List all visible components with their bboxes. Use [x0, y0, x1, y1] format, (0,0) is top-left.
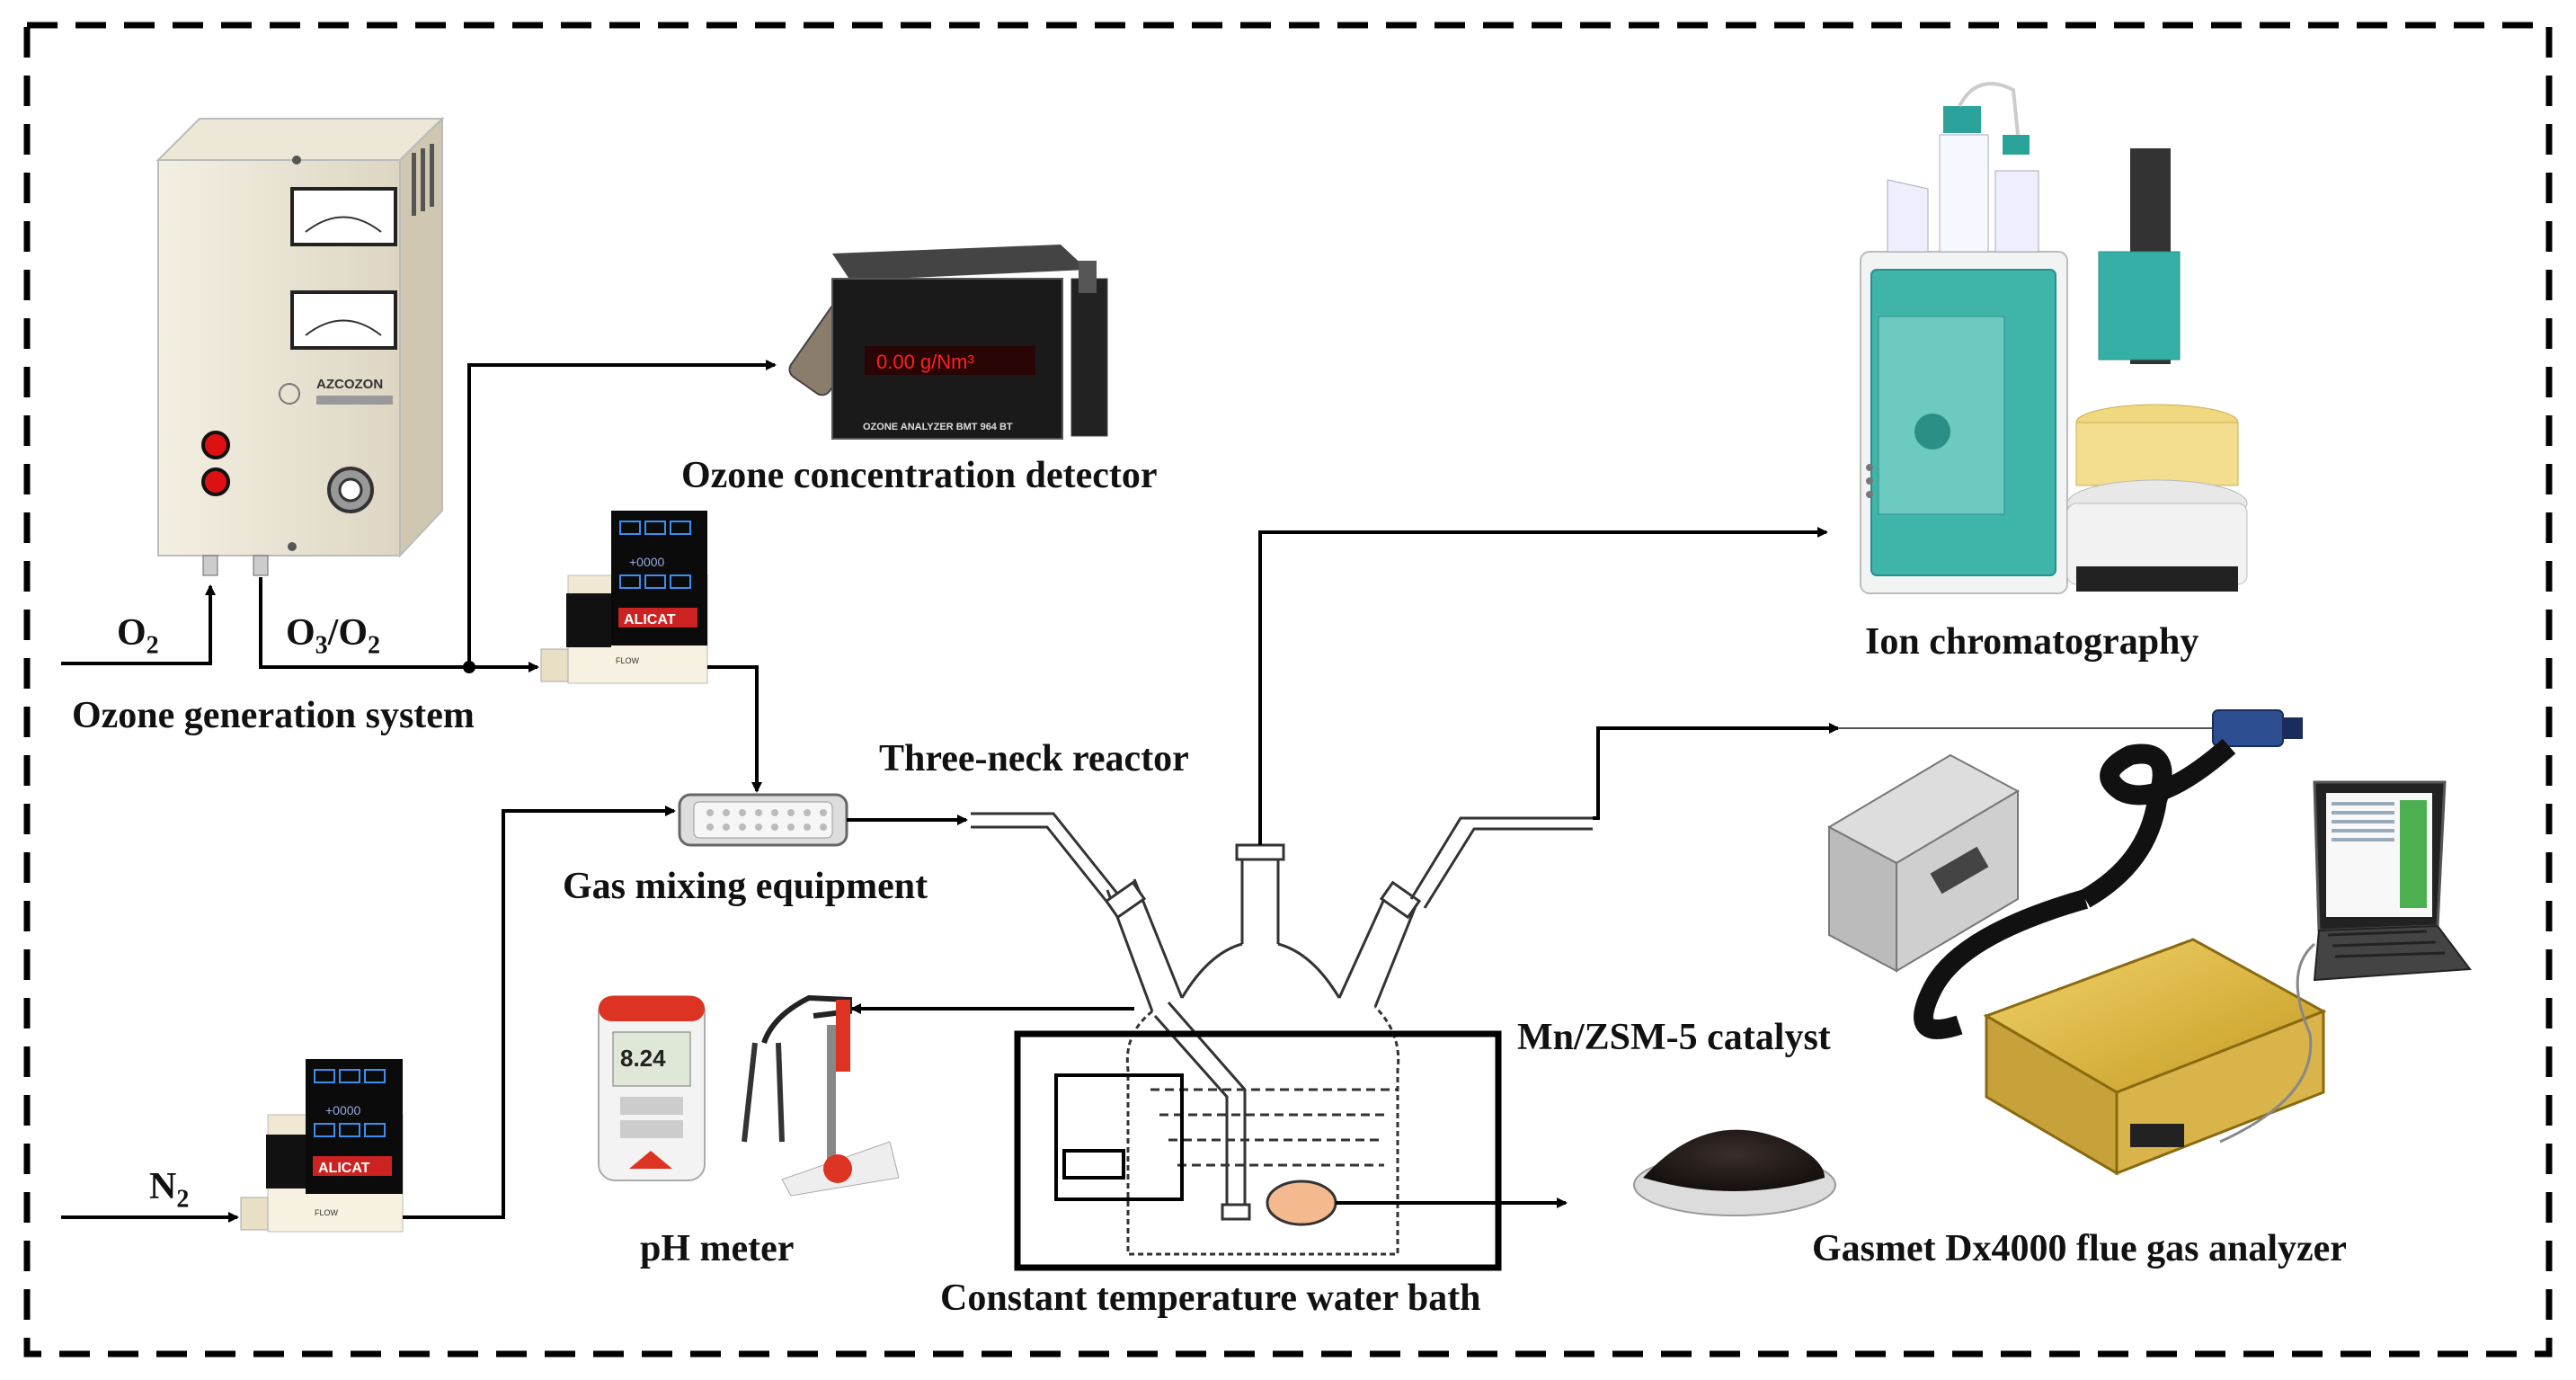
n2-symbol: N	[149, 1166, 177, 1207]
mfc2-reading: +0000	[325, 1103, 361, 1117]
bath-panel	[1054, 1073, 1184, 1201]
o2-subscript: 2	[146, 631, 159, 660]
n2-label: N2	[149, 1165, 189, 1214]
o3o2-subscript: 2	[368, 631, 381, 660]
o3-symbol: O	[286, 612, 315, 654]
water-bath-box	[1014, 1030, 1502, 1271]
mfc2-flow: FLOW	[315, 1208, 339, 1217]
mfc2-brand: ALICAT	[318, 1161, 370, 1176]
ozone-detector-icon: 0.00 g/Nm³ OZONE ANALYZER BMT 964 BT	[788, 245, 1108, 440]
o3-o2-label: O3/O2	[286, 611, 380, 660]
ozone-generator-icon: AZCOZON	[155, 116, 445, 576]
mfc1-flow: FLOW	[616, 656, 640, 665]
mfc1-to-mixer-line	[707, 665, 762, 793]
detector-display: 0.00 g/Nm³	[876, 351, 974, 373]
o2-symbol: O	[117, 612, 147, 654]
ozone-generation-system-label: Ozone generation system	[72, 695, 475, 736]
bath-display	[1062, 1149, 1125, 1180]
mfc1-brand: ALICAT	[624, 612, 676, 628]
mfc1-reading: +0000	[629, 555, 665, 569]
water-bath-label: Constant temperature water bath	[940, 1278, 1481, 1319]
reactor-to-ic-line	[1258, 527, 1828, 845]
n2-subscript: 2	[176, 1185, 190, 1214]
mass-flow-controller-2-icon: +0000 ALICAT FLOW	[240, 1059, 404, 1233]
flue-gas-analyzer-icon	[1826, 709, 2472, 1176]
catalyst-label: Mn/ZSM-5 catalyst	[1517, 1017, 1831, 1058]
o2-inlet-line	[61, 584, 216, 665]
three-neck-reactor-icon	[971, 812, 1593, 1256]
gas-mixing-label: Gas mixing equipment	[563, 866, 928, 907]
catalyst-dish-icon	[1633, 1129, 1836, 1216]
o3-outlet-line	[259, 577, 539, 672]
catalyst-bed	[1266, 1180, 1337, 1226]
ph-reading: 8.24	[620, 1045, 666, 1072]
o2-label: O2	[117, 611, 159, 660]
gas-mixer-icon	[678, 793, 848, 847]
n2-to-mixer-line	[403, 806, 676, 1219]
ion-chromatography-label: Ion chromatography	[1865, 621, 2199, 663]
ph-meter-icon: 8.24	[598, 994, 900, 1197]
generator-brand-text: AZCOZON	[316, 377, 383, 392]
dashed-frame	[23, 22, 2553, 1358]
three-neck-reactor-label: Three-neck reactor	[879, 738, 1189, 779]
detector-model-text: OZONE ANALYZER BMT 964 BT	[863, 422, 1013, 432]
o3-subscript: 3	[315, 631, 328, 660]
ph-meter-label: pH meter	[640, 1228, 795, 1269]
ozone-detector-label: Ozone concentration detector	[681, 455, 1158, 496]
reactor-to-analyzer-line	[1593, 723, 1840, 820]
mass-flow-controller-1-icon: +0000 ALICAT FLOW	[540, 511, 708, 684]
flue-gas-analyzer-label: Gasmet Dx4000 flue gas analyzer	[1812, 1228, 2347, 1269]
ion-chromatograph-icon	[1860, 82, 2248, 594]
o3-slash-o: /O	[327, 612, 369, 654]
detector-feed-line	[467, 360, 777, 667]
